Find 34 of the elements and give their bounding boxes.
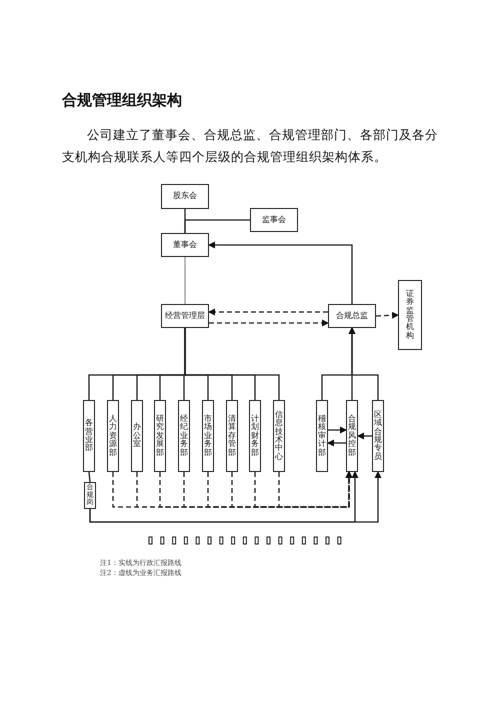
connector-line	[184, 257, 186, 304]
arrow	[357, 432, 372, 440]
arrow	[327, 440, 346, 446]
dashed-arrow	[376, 312, 399, 319]
org-box: 合规总监	[328, 304, 376, 328]
connector-line	[88, 472, 91, 482]
org-box: 办公室	[131, 400, 143, 472]
connector-line	[184, 328, 280, 400]
org-box: 市场业务部	[202, 400, 214, 472]
org-box: 证券监管机构	[398, 280, 422, 350]
org-box: 计划财务部	[249, 400, 261, 472]
org-box: 监事会	[250, 208, 298, 232]
org-box: 合规风控部	[346, 400, 358, 472]
org-box: 董事会	[161, 233, 209, 257]
paragraph: 公司建立了董事会、合规总监、合规管理部门、各部门及各分支机构合规联系人等四个层级的合规管理组织架构体系。	[62, 126, 439, 166]
arrow	[328, 426, 347, 434]
org-box: 信息技术中心	[273, 400, 285, 472]
org-box: 研究发展部	[154, 400, 166, 472]
org-box: 经营管理层	[161, 304, 209, 328]
heading: 合规管理组织架构	[62, 91, 182, 110]
org-box: 人力资源部	[107, 400, 119, 472]
connector-line	[184, 219, 250, 233]
dashed-arrow	[209, 320, 329, 326]
org-box: 各营业部	[83, 400, 95, 472]
org-box: 稽核审计部	[316, 400, 328, 472]
dashed-arrow	[278, 471, 352, 508]
arrow	[208, 242, 353, 304]
org-box: 经纪业务部	[178, 400, 190, 472]
dashed-arrow	[231, 471, 352, 508]
org-box: 清算存管部	[226, 400, 238, 472]
dashed-arrow	[208, 308, 328, 316]
org-box: 股东会	[161, 184, 209, 209]
org-box: 区域合规专员	[372, 400, 384, 472]
arrow	[348, 327, 379, 400]
